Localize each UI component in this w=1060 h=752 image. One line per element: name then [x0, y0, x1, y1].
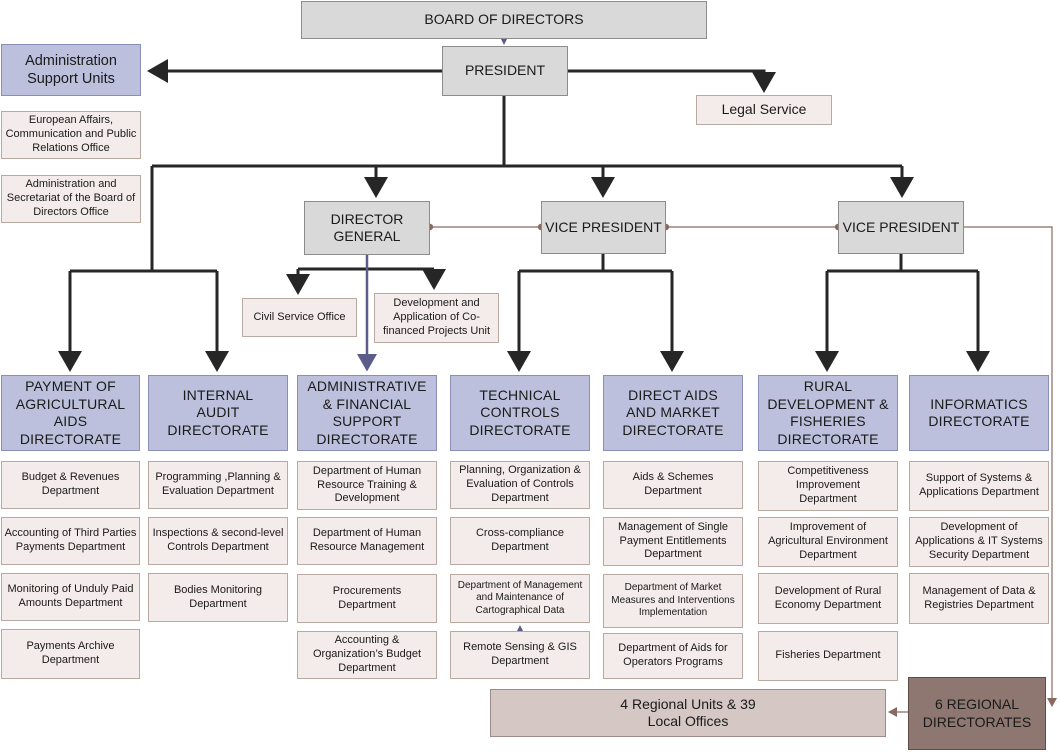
budget-revenues-dept-box: Budget & Revenues Department	[1, 461, 140, 509]
admin-secretariat-office-box: Administration and Secretariat of the Bo…	[1, 175, 141, 223]
programming-planning-dept-box: Programming ,Planning & Evaluation Depar…	[148, 461, 288, 509]
monitoring-unduly-paid-dept-box: Monitoring of Unduly Paid Amounts Depart…	[1, 573, 140, 621]
director-general-box: DIRECTOR GENERAL	[304, 201, 430, 255]
payment-directorate-box: PAYMENT OF AGRICULTURAL AIDS DIRECTORATE	[1, 375, 140, 451]
procurements-dept-box: Procurements Department	[297, 574, 437, 623]
bodies-monitoring-dept-box: Bodies Monitoring Department	[148, 573, 288, 622]
inspections-controls-dept-box: Inspections & second-level Controls Depa…	[148, 517, 288, 565]
technical-controls-directorate-box: TECHNICAL CONTROLS DIRECTORATE	[450, 375, 590, 451]
administrative-financial-directorate-box: ADMINISTRATIVE & FINANCIAL SUPPORT DIREC…	[297, 375, 437, 451]
aids-schemes-dept-box: Aids & Schemes Department	[603, 461, 743, 509]
regional-directorates-box: 6 REGIONAL DIRECTORATES	[908, 677, 1046, 750]
cross-compliance-dept-box: Cross-compliance Department	[450, 517, 590, 565]
data-registries-dept-box: Management of Data & Registries Departme…	[909, 573, 1049, 624]
rural-economy-dept-box: Development of Rural Economy Department	[758, 573, 898, 624]
agricultural-environment-dept-box: Improvement of Agricultural Environment …	[758, 517, 898, 567]
support-systems-dept-box: Support of Systems & Applications Depart…	[909, 461, 1049, 511]
single-payment-entitlements-dept-box: Management of Single Payment Entitlement…	[603, 517, 743, 566]
it-systems-security-dept-box: Development of Applications & IT Systems…	[909, 517, 1049, 567]
vice-president-1-box: VICE PRESIDENT	[541, 201, 666, 254]
remote-sensing-gis-dept-box: Remote Sensing & GIS Department	[450, 631, 590, 679]
legal-service-box: Legal Service	[696, 95, 832, 125]
competitiveness-improvement-dept-box: Competitiveness Improvement Department	[758, 461, 898, 511]
vice-president-2-box: VICE PRESIDENT	[838, 201, 964, 254]
administration-support-units-box: Administration Support Units	[1, 44, 141, 96]
board-of-directors-box: BOARD OF DIRECTORS	[301, 1, 707, 39]
cartographical-data-dept-box: Department of Management and Maintenance…	[450, 574, 590, 623]
internal-audit-directorate-box: INTERNAL AUDIT DIRECTORATE	[148, 375, 288, 451]
hr-training-dept-box: Department of Human Resource Training & …	[297, 461, 437, 510]
rural-development-directorate-box: RURAL DEVELOPMENT & FISHERIES DIRECTORAT…	[758, 375, 898, 451]
aids-operators-programs-dept-box: Department of Aids for Operators Program…	[603, 633, 743, 679]
regional-units-box: 4 Regional Units & 39 Local Offices	[490, 689, 886, 737]
civil-service-office-box: Civil Service Office	[242, 298, 357, 337]
fisheries-dept-box: Fisheries Department	[758, 631, 898, 681]
market-measures-dept-box: Department of Market Measures and Interv…	[603, 574, 743, 628]
accounting-budget-dept-box: Accounting & Organization’s Budget Depar…	[297, 631, 437, 679]
president-box: PRESIDENT	[442, 46, 568, 96]
planning-organization-controls-dept-box: Planning, Organization & Evaluation of C…	[450, 461, 590, 509]
european-affairs-office-box: European Affairs, Communication and Publ…	[1, 111, 141, 159]
hr-management-dept-box: Department of Human Resource Management	[297, 517, 437, 565]
accounting-third-parties-dept-box: Accounting of Third Parties Payments Dep…	[1, 517, 140, 565]
informatics-directorate-box: INFORMATICS DIRECTORATE	[909, 375, 1049, 451]
payments-archive-dept-box: Payments Archive Department	[1, 629, 140, 679]
cofinanced-projects-unit-box: Development and Application of Co-financ…	[374, 293, 499, 343]
direct-aids-market-directorate-box: DIRECT AIDS AND MARKET DIRECTORATE	[603, 375, 743, 451]
